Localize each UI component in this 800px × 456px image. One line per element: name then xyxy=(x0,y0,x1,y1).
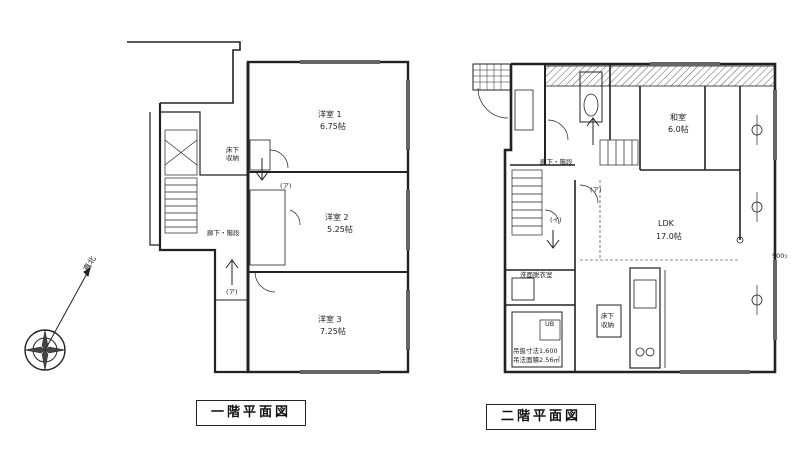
floor1-door-a1: (ア) xyxy=(280,182,292,190)
floor2-washitsu-size: 6.0帖 xyxy=(668,124,689,134)
floor1-room2-name: 洋室 2 xyxy=(325,212,349,222)
floor1-entrance-outline xyxy=(127,41,241,104)
floor2-ldk-size: 17.0帖 xyxy=(656,231,682,241)
floor2-storage-label: 床下 xyxy=(601,311,615,320)
floor2-bath-size1: 吊扱寸法1,600 xyxy=(513,346,558,355)
floor1-title: 一階平面図 xyxy=(196,400,306,426)
floor1-hallway-label: 廊下・階段 xyxy=(207,228,240,237)
floor1-plan xyxy=(127,41,410,374)
floor2-title: 二階平面図 xyxy=(486,404,596,430)
floor2-outer-wall xyxy=(503,62,777,374)
floor2-washitsu-name: 和室 xyxy=(670,112,686,122)
floor2-balcony xyxy=(472,63,512,91)
floor2-plan xyxy=(472,62,777,374)
compass xyxy=(24,266,91,371)
compass-label: 真北 xyxy=(81,254,98,273)
floor2-storage-label2: 収納 xyxy=(601,320,614,329)
floor1-stairs xyxy=(164,129,198,234)
floor2-dim-label: 500ｼ xyxy=(772,252,788,260)
floor1-room3-size: 7.25帖 xyxy=(320,326,346,336)
floor1-door-a2: (ア) xyxy=(226,288,238,296)
floor2-hallway-label: 廊下・階段 xyxy=(540,157,573,166)
floor2-ub-label: UB xyxy=(545,320,554,328)
floor1-room2-size: 5.25帖 xyxy=(327,224,353,234)
floor1-room3-name: 洋室 3 xyxy=(318,314,342,324)
floor1-room1-name: 洋室 1 xyxy=(318,109,342,119)
floor1-annex-wall xyxy=(158,103,248,374)
floor2-ldk-name: LDK xyxy=(658,219,675,228)
floor2-bath-size2: 吊法面積2.56㎡ xyxy=(513,355,560,364)
floor2-stairs xyxy=(511,139,639,236)
floor2-door-i: (イ) xyxy=(550,216,562,224)
floor2-washroom-label: 洗面脱衣室 xyxy=(520,270,553,279)
floor1-room1-size: 6.75帖 xyxy=(320,121,346,131)
floor2-door-a: (ア) xyxy=(590,186,602,194)
floor1-storage-label2: 収納 xyxy=(226,153,239,162)
floor1-storage-label: 床下 xyxy=(226,145,240,154)
floor2-kitchen-counter xyxy=(629,267,661,369)
